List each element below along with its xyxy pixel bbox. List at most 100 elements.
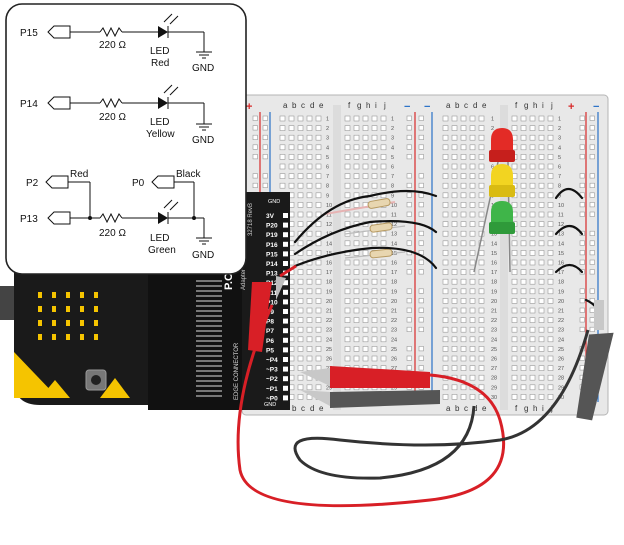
breadboard-hole [478,384,485,391]
breadboard-hole [451,182,458,189]
edge-tooth [196,390,222,392]
row-number-mid2: 22 [491,318,497,324]
resistor-yellow-led [344,222,406,235]
rail-hole [252,115,258,121]
breadboard-hole [529,192,536,199]
breadboard-hole [297,269,304,275]
row-number-right: 4 [558,145,561,151]
breadboard-hole [538,202,545,208]
breadboard-hole [288,115,295,122]
adapter-pin-socket [283,213,288,218]
rail-hole [406,269,412,275]
breadboard-hole [344,240,351,247]
led-green [489,201,515,234]
pin-label-p14: P14 [20,99,38,110]
breadboard-hole [478,154,485,160]
breadboard-hole [297,125,304,131]
breadboard-hole [380,326,387,333]
breadboard-hole [478,298,485,304]
breadboard-hole [362,269,369,275]
breadboard-hole [371,240,378,247]
row-number-right: 12 [558,222,564,228]
row-number-mid: 19 [391,289,397,295]
breadboard-hole [442,250,449,256]
adapter-pin-label: P13 [266,271,278,278]
breadboard-hole [520,365,527,371]
edge-tooth [196,330,222,332]
breadboard-hole [362,125,369,131]
rail-hole [589,307,595,313]
breadboard-hole [315,278,322,285]
breadboard-hole [547,154,554,160]
breadboard-hole [362,259,369,266]
breadboard-hole [344,346,351,352]
breadboard-hole [344,355,351,362]
adapter-pin-socket [283,289,288,295]
breadboard-hole [344,211,351,218]
bb-col-b-bottom-right: b [455,404,460,413]
ground-label-p14: GND [192,135,214,146]
edge-tooth [196,395,222,397]
row-number-mid2: 17 [491,270,497,276]
breadboard-hole [380,269,387,275]
breadboard-hole [511,202,518,208]
breadboard-hole [306,346,313,352]
rail-minus-mid-left: − [404,101,410,113]
rail-plus-left: + [246,101,252,113]
breadboard-hole [362,144,369,151]
breadboard-hole [478,250,485,256]
breadboard-hole [520,374,527,381]
rail-hole [406,288,412,294]
rail-hole [406,125,412,131]
breadboard-hole [520,384,527,391]
row-number-mid: 22 [391,318,397,324]
rail-hole [579,288,585,294]
row-number-mid2: 27 [491,366,497,372]
breadboard-hole [478,394,485,400]
adapter-pin-socket [283,395,288,401]
row-number-left: 19 [326,289,332,295]
breadboard-hole [529,336,536,343]
breadboard-hole [451,355,458,362]
breadboard-hole [520,163,527,170]
ground-label-p13: GND [192,250,214,261]
rail-hole [589,250,595,256]
ground-label-p15: GND [192,63,214,74]
breadboard-hole [478,115,485,122]
breadboard-hole [529,115,536,122]
adapter-pin-socket [283,376,288,382]
breadboard-hole [353,211,360,218]
row-number-right: 29 [558,385,564,391]
breadboard-hole [380,173,387,179]
ground-symbol-p15 [196,51,212,59]
row-number-right: 27 [558,366,564,372]
breadboard-hole [442,154,449,160]
breadboard-hole [511,317,518,323]
breadboard-hole [529,125,536,131]
breadboard-hole [279,182,286,189]
breadboard-hole [279,173,286,179]
breadboard-hole [371,182,378,189]
breadboard-hole [371,336,378,343]
pin-label-p0: P0 [132,178,145,189]
row-number-left: 2 [326,126,329,132]
row-number-mid2: 2 [491,126,494,132]
breadboard-hole [520,317,527,323]
led-symbol-p15 [158,26,168,38]
breadboard-hole [362,134,369,141]
breadboard-hole [460,317,467,323]
breadboard-hole [380,278,387,285]
breadboard-hole [353,307,360,314]
breadboard-hole [538,154,545,160]
adapter-pin-socket [283,318,288,324]
resistor-value-p13: 220 Ω [99,228,126,239]
breadboard-hole [442,211,449,218]
adapter-part-number: 32718 RevB [248,203,254,236]
bb-col-c-left: c [301,101,305,110]
adapter-pin-socket [283,261,288,266]
adapter-gnd-bottom: GND [264,402,276,408]
row-number-right: 3 [558,136,561,142]
rail-hole [406,202,412,208]
breadboard-hole [380,163,387,170]
breadboard-hole [380,240,387,247]
